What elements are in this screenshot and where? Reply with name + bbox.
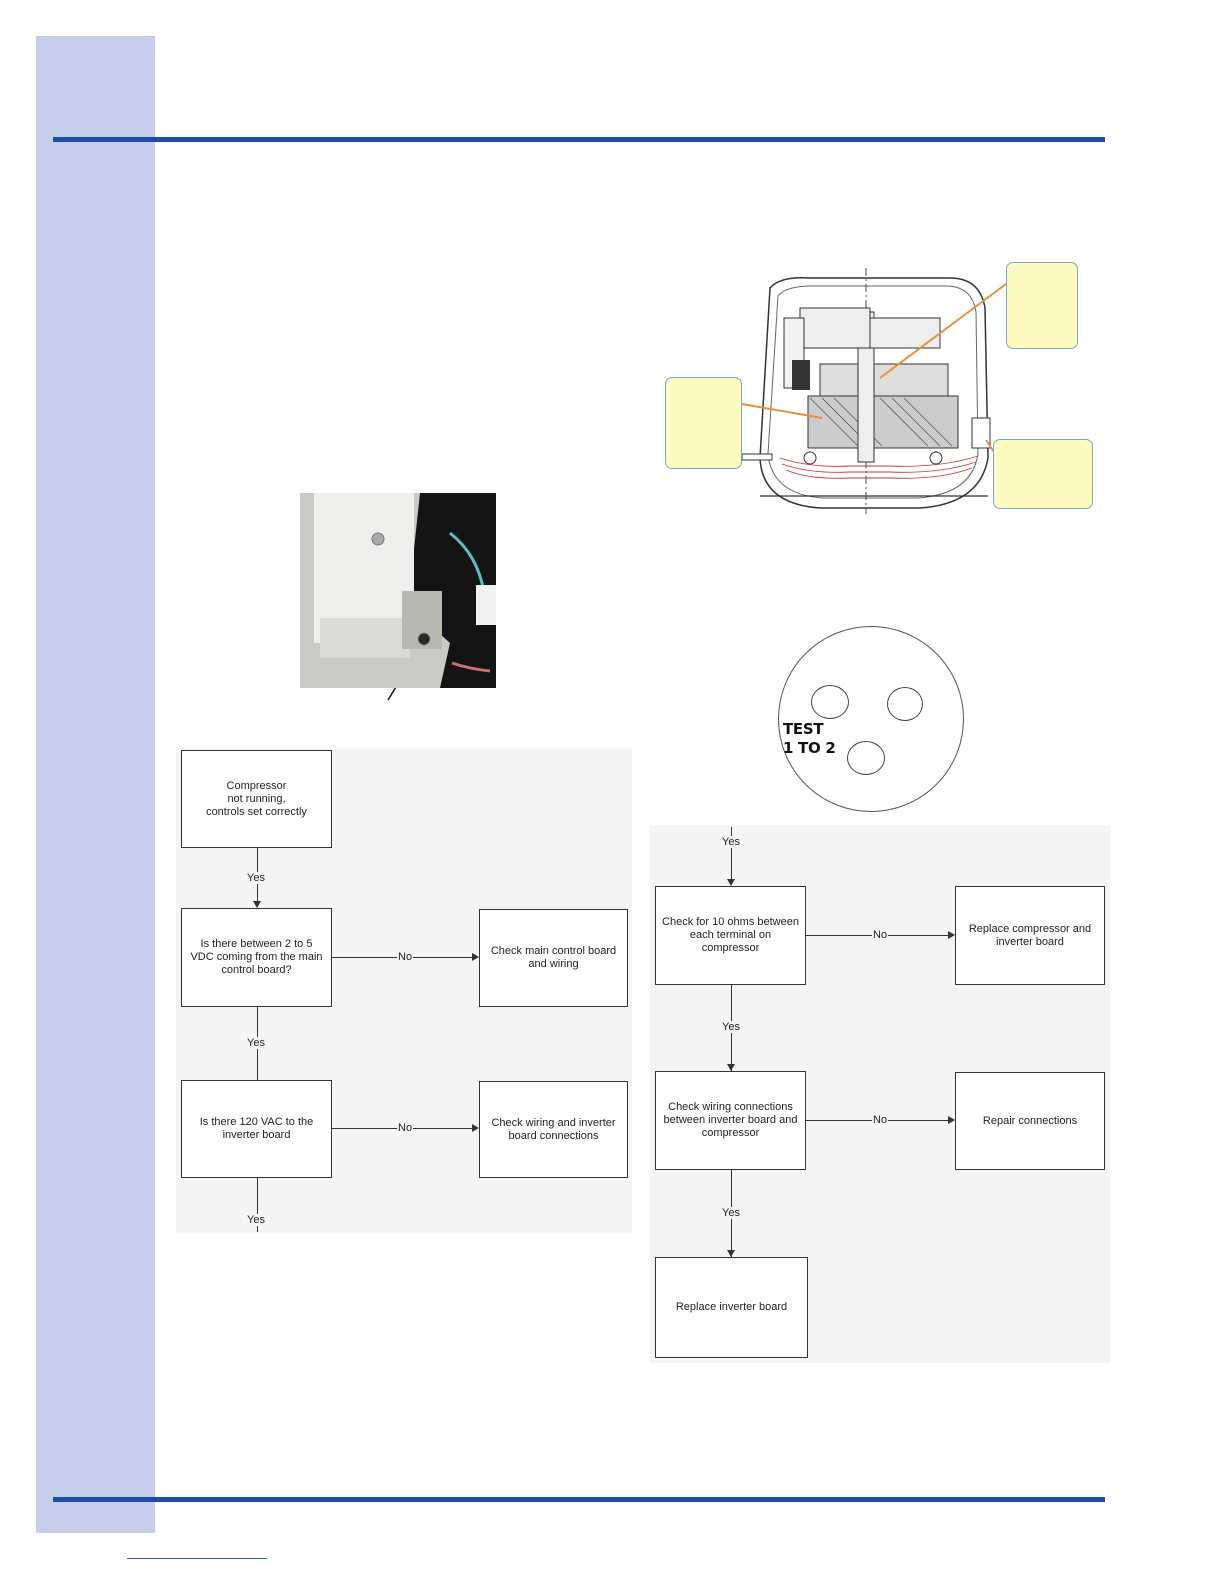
flow-label-yes-3: Yes — [246, 1214, 266, 1226]
flow-arrow — [253, 901, 261, 908]
flow-question-120vac: Is there 120 VAC to the inverter board — [181, 1080, 332, 1178]
flow-connector — [731, 827, 733, 885]
terminal-pin-3 — [847, 741, 885, 775]
flow-action-check-wiring-inverter: Check wiring and inverter board connecti… — [479, 1081, 628, 1178]
flow-label-yes-5: Yes — [721, 1021, 741, 1033]
flow-action-repair-connections: Repair connections — [955, 1072, 1105, 1170]
flow-label-yes-1: Yes — [246, 872, 266, 884]
flow-label-yes-2: Yes — [246, 1037, 266, 1049]
flow-arrow — [727, 1250, 735, 1257]
flow-start-compressor-not-running: Compressor not running, controls set cor… — [181, 750, 332, 848]
callout-box-left — [665, 377, 742, 469]
left-sidebar-band — [36, 36, 155, 1533]
terminal-pin-1 — [811, 685, 849, 719]
terminal-pin-2 — [887, 687, 923, 721]
compressor-cutaway-diagram — [741, 268, 991, 514]
flow-question-wiring-connections: Check wiring connections between inverte… — [655, 1071, 806, 1170]
test-label-line1: TEST — [783, 720, 824, 738]
flow-label-yes-6: Yes — [721, 1207, 741, 1219]
flow-action-replace-compressor: Replace compressor and inverter board — [955, 886, 1105, 985]
flow-label-no-1: No — [397, 951, 414, 963]
flow-label-no-4: No — [872, 1114, 889, 1126]
footer-link-underline — [127, 1558, 267, 1559]
flow-connector — [257, 1178, 259, 1232]
flow-arrow — [948, 1116, 955, 1124]
inverter-board-photo — [300, 493, 496, 688]
flow-end-replace-inverter-board: Replace inverter board — [655, 1257, 808, 1358]
flow-arrow — [727, 1064, 735, 1071]
callout-box-top-right — [1006, 262, 1078, 349]
flow-label-no-2: No — [397, 1122, 414, 1134]
flow-question-vdc: Is there between 2 to 5 VDC coming from … — [181, 908, 332, 1007]
flow-label-yes-4: Yes — [721, 836, 741, 848]
flow-action-check-main-control-board: Check main control board and wiring — [479, 909, 628, 1007]
callout-box-bottom-right — [993, 439, 1093, 509]
flow-arrow — [472, 953, 479, 961]
flow-arrow — [948, 931, 955, 939]
test-label-line2: 1 TO 2 — [783, 739, 836, 757]
flow-arrow — [727, 879, 735, 886]
flow-question-10-ohms: Check for 10 ohms between each terminal … — [655, 886, 806, 985]
header-rule — [53, 137, 1105, 142]
compressor-terminal-diagram — [778, 626, 964, 812]
flow-arrow — [472, 1124, 479, 1132]
footer-rule — [53, 1497, 1105, 1502]
flow-label-no-3: No — [872, 929, 889, 941]
